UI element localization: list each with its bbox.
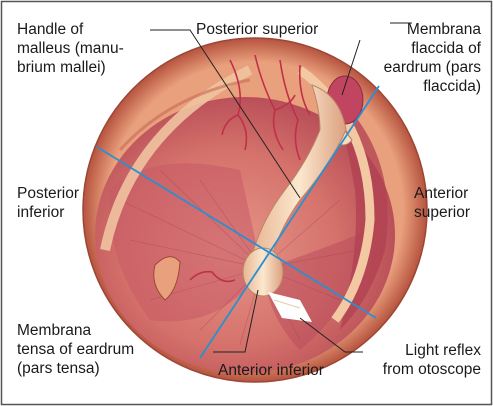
label-line: (pars tensa) xyxy=(17,359,134,378)
label-line: flaccida) xyxy=(384,77,481,96)
label-line: Membrana xyxy=(17,321,134,340)
label-line: inferior xyxy=(17,203,79,222)
label-line: Light reflex xyxy=(383,341,481,360)
label-line: eardrum (pars xyxy=(384,58,481,77)
label-line: Anterior xyxy=(414,184,470,203)
label-line: Handle of xyxy=(17,20,124,39)
label-line: flaccida of xyxy=(384,39,481,58)
label-posterior-superior: Posterior superior xyxy=(196,20,318,39)
label-line: Posterior xyxy=(17,184,79,203)
label-anterior-inferior: Anterior inferior xyxy=(218,361,324,380)
label-line: Membrana xyxy=(384,20,481,39)
label-pars-tensa: Membrana tensa of eardrum (pars tensa) xyxy=(17,321,134,378)
label-line: Posterior superior xyxy=(196,20,318,39)
label-line: brium mallei) xyxy=(17,58,124,77)
label-line: malleus (manu- xyxy=(17,39,124,58)
label-anterior-superior: Anterior superior xyxy=(414,184,470,222)
label-posterior-inferior: Posterior inferior xyxy=(17,184,79,222)
label-line: from otoscope xyxy=(383,360,481,379)
umbo xyxy=(243,248,283,296)
label-handle-malleus: Handle of malleus (manu- brium mallei) xyxy=(17,20,124,77)
label-line: tensa of eardrum xyxy=(17,340,134,359)
label-line: superior xyxy=(414,203,470,222)
label-light-reflex: Light reflex from otoscope xyxy=(383,341,481,379)
label-line: Anterior inferior xyxy=(218,361,324,380)
label-pars-flaccida: Membrana flaccida of eardrum (pars flacc… xyxy=(384,20,481,96)
